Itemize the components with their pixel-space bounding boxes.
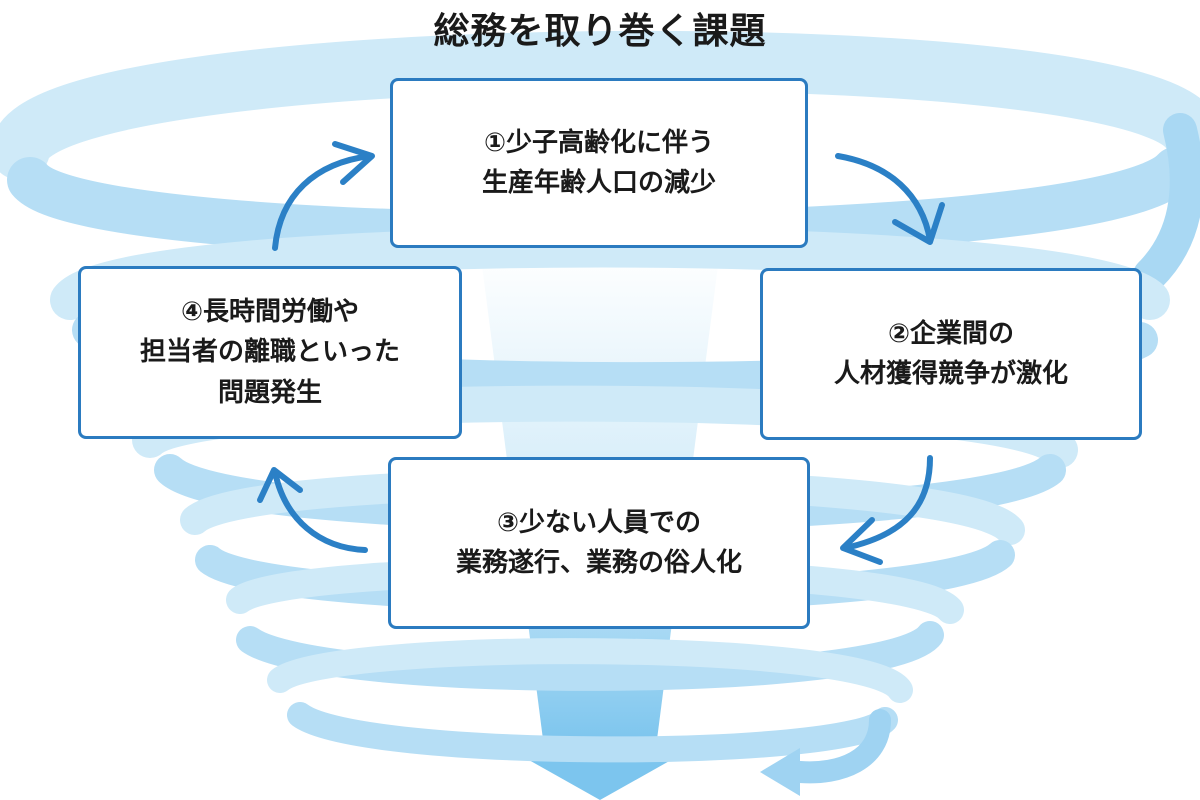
issue-2-line-1: ②企業間の: [887, 318, 1014, 349]
issue-3-line-2: 業務遂行、業務の俗人化: [455, 548, 742, 578]
issue-4-line-3: 問題発生: [217, 377, 322, 408]
issue-4-line-2: 担当者の離職といった: [139, 337, 400, 368]
issue-3-line-1: ③少ない人員での: [496, 507, 701, 538]
cycle-arrow-icon-1-to-2: [835, 153, 945, 245]
issue-box-3: ③少ない人員での 業務遂行、業務の俗人化: [388, 457, 810, 629]
cycle-arrow-icon-3-to-4: [257, 467, 368, 553]
issue-2-line-2: 人材獲得競争が激化: [833, 359, 1068, 389]
issue-4-line-1: ④長時間労働や: [180, 297, 359, 328]
swirl-down-arrow-icon: [760, 709, 891, 796]
cycle-arrow-icon-4-to-1: [272, 141, 375, 251]
issue-box-1: ①少子高齢化に伴う 生産年齢人口の減少: [390, 78, 808, 248]
cycle-arrow-icon-2-to-3: [840, 455, 933, 565]
cycle-arrows: [257, 141, 945, 565]
issue-box-4: ④長時間労働や 担当者の離職といった 問題発生: [78, 266, 462, 439]
issue-1-line-1: ①少子高齢化に伴う: [483, 127, 714, 158]
issue-box-2: ②企業間の 人材獲得競争が激化: [760, 268, 1142, 440]
diagram-title: 総務を取り巻く課題: [433, 11, 767, 52]
issue-1-line-2: 生産年齢人口の減少: [481, 168, 716, 198]
